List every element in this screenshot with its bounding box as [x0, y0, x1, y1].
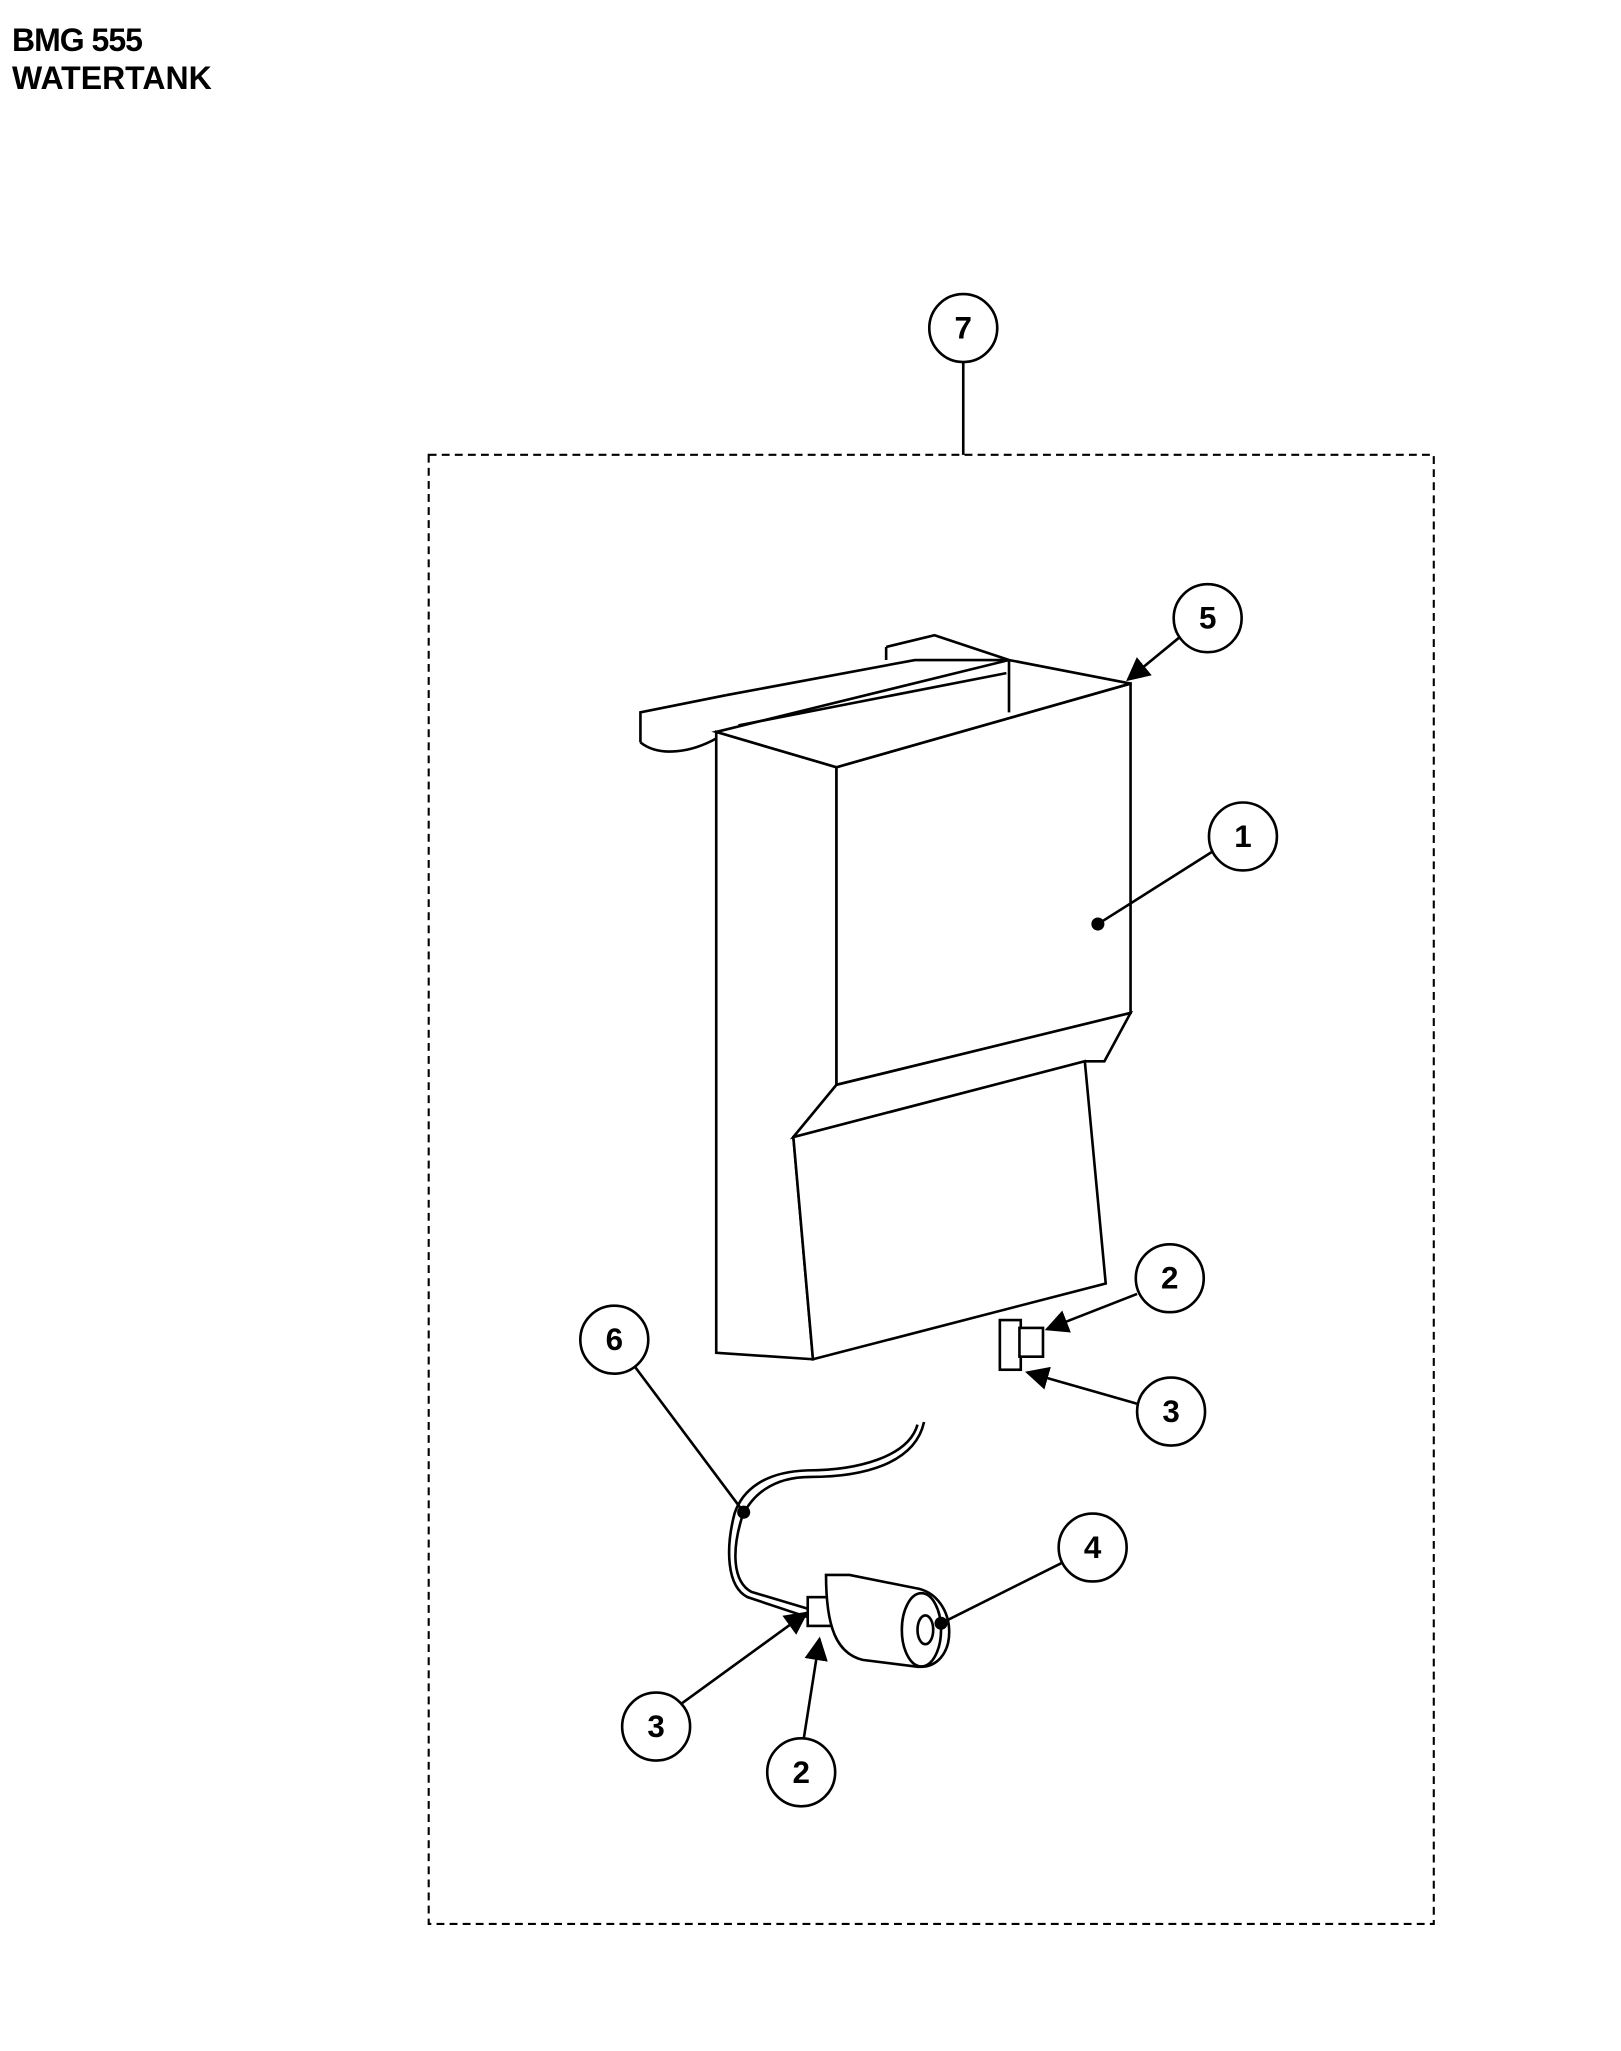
svg-text:5: 5	[1199, 601, 1216, 636]
svg-text:2: 2	[792, 1755, 809, 1790]
callout-1: 1	[1207, 801, 1279, 872]
callout-4: 4	[1057, 1512, 1128, 1583]
water-tank	[639, 633, 1134, 1361]
svg-text:3: 3	[647, 1709, 664, 1744]
model-title: BMG 555	[12, 22, 143, 58]
float-valve	[727, 1421, 951, 1668]
callout-3-valve: 3	[620, 1691, 692, 1762]
callout-5: 5	[1172, 582, 1243, 654]
svg-text:2: 2	[1161, 1261, 1178, 1296]
svg-text:1: 1	[1234, 819, 1251, 854]
svg-text:7: 7	[955, 311, 972, 346]
svg-text:3: 3	[1162, 1394, 1179, 1429]
section-title: WATERTANK	[12, 60, 212, 96]
callout-7: 7	[927, 292, 999, 364]
assembly-boundary	[427, 453, 1435, 1925]
drain-fitting	[998, 1318, 1045, 1372]
callout-2-drain: 2	[1134, 1242, 1206, 1314]
callout-2-valve: 2	[765, 1737, 837, 1808]
svg-text:4: 4	[1084, 1530, 1102, 1565]
svg-text:6: 6	[606, 1322, 623, 1357]
callout-6: 6	[579, 1304, 650, 1375]
callout-3-drain: 3	[1135, 1376, 1207, 1447]
